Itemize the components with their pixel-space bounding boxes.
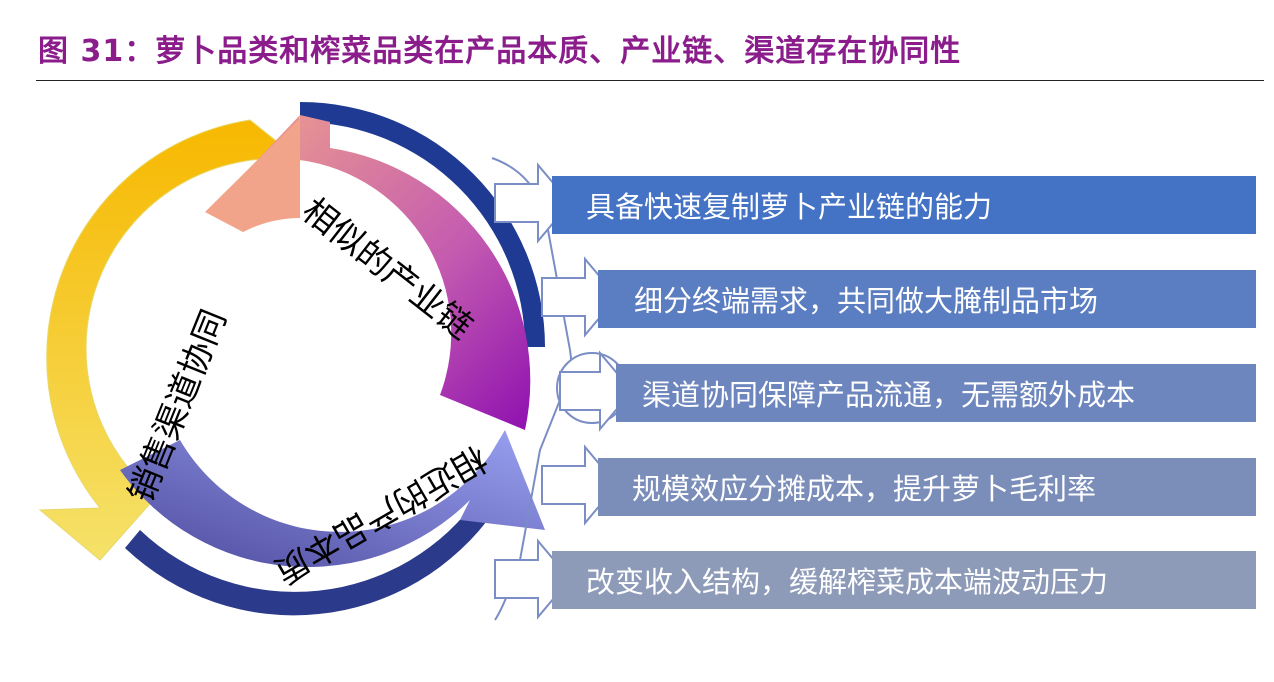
benefit-label: 渠道协同保障产品流通，无需额外成本 [642,378,1136,412]
figure-title: 图 31：萝卜品类和榨菜品类在产品本质、产业链、渠道存在协同性 [38,34,962,69]
ring-edge [125,495,495,616]
cycle-center-hole [178,218,422,462]
cycle-arrow-industry-chain [210,115,531,430]
benefit-bar: 规模效应分摊成本，提升萝卜毛利率 [598,458,1256,516]
ring-edge [300,102,545,347]
benefit-label: 改变收入结构，缓解榨菜成本端波动压力 [586,565,1109,599]
benefit-bar: 具备快速复制萝卜产业链的能力 [552,176,1256,234]
benefit-label: 细分终端需求，共同做大腌制品市场 [634,284,1099,318]
benefit-bar: 细分终端需求，共同做大腌制品市场 [598,270,1256,328]
pointer-arrows [494,162,634,620]
cycle-arrow-sales-channel [38,119,302,561]
title-divider [36,80,1264,81]
benefit-label: 规模效应分摊成本，提升萝卜毛利率 [632,472,1097,506]
benefit-bar: 改变收入结构，缓解榨菜成本端波动压力 [552,551,1256,609]
benefit-label: 具备快速复制萝卜产业链的能力 [586,190,993,224]
cycle-arrow-product-essence [120,430,545,568]
benefit-bar: 渠道协同保障产品流通，无需额外成本 [616,364,1256,422]
